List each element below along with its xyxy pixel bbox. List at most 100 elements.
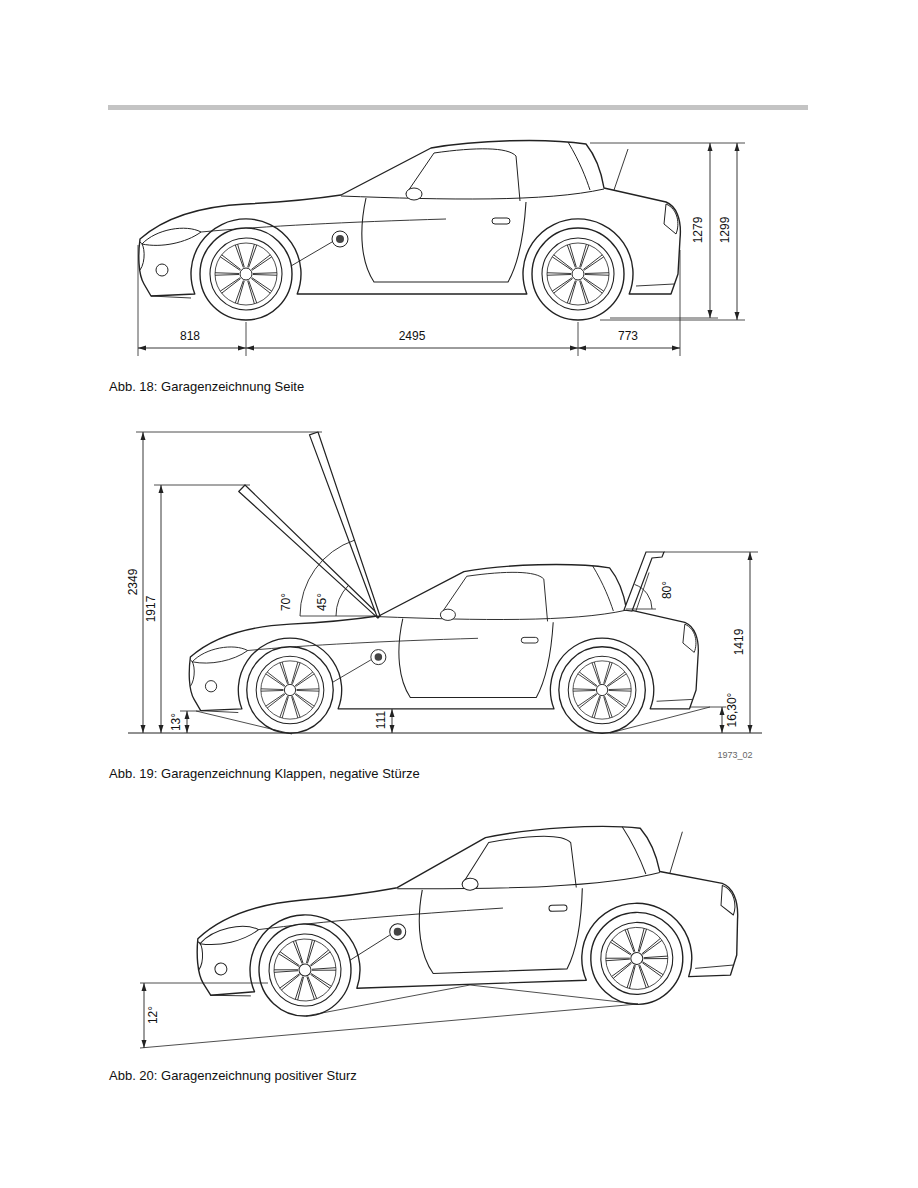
- spoke: [292, 696, 298, 718]
- spoke: [629, 965, 637, 988]
- spoke: [547, 272, 571, 274]
- figure-caption: Abb. 19: Garagenzeichnung Klappen, negat…: [108, 767, 421, 782]
- angle-label: 70°: [280, 592, 294, 612]
- spoke: [554, 255, 573, 270]
- dimension-line: [140, 1004, 638, 1048]
- spoke: [261, 690, 284, 692]
- spoke: [279, 974, 299, 988]
- spoke: [215, 274, 239, 276]
- spoke: [282, 696, 288, 718]
- door: [418, 884, 585, 974]
- mirror: [406, 188, 422, 200]
- splitter: [201, 711, 239, 713]
- tail-light: [683, 624, 696, 652]
- door-handle: [492, 218, 510, 224]
- dimension-line: [138, 245, 139, 356]
- mirror: [462, 878, 478, 891]
- spoke: [307, 941, 316, 964]
- rim: [542, 238, 614, 310]
- hub: [240, 268, 252, 280]
- grille: [140, 242, 144, 270]
- spoke: [253, 274, 277, 276]
- wheel: [247, 647, 333, 733]
- dimension-line: [470, 985, 638, 1004]
- spoke: [606, 957, 630, 959]
- angle-label: 16,30°: [726, 692, 740, 729]
- rim-inner: [605, 926, 669, 990]
- spoke: [578, 674, 597, 687]
- spoke: [267, 672, 285, 686]
- angle-label: 12°: [147, 1005, 161, 1025]
- spoke: [252, 278, 272, 291]
- wheel: [559, 647, 645, 733]
- dimension-line: [128, 733, 762, 734]
- angle-arc: [336, 585, 348, 616]
- dimension-line: [590, 143, 745, 144]
- open-hood: [309, 432, 380, 617]
- rim: [256, 656, 324, 724]
- spoke: [626, 965, 635, 988]
- door-handle: [549, 905, 567, 912]
- spoke: [311, 974, 330, 989]
- spoke: [252, 257, 272, 270]
- spoke: [573, 690, 596, 692]
- arrowhead: [720, 725, 725, 733]
- spoke: [583, 255, 602, 270]
- spoke: [581, 280, 589, 303]
- dimension-line: [144, 983, 145, 1048]
- spoke: [295, 694, 313, 708]
- header-rule: [108, 105, 808, 110]
- spoke: [567, 245, 575, 268]
- body-crease: [291, 242, 332, 266]
- spoke: [578, 693, 597, 706]
- rim-inner: [215, 243, 277, 305]
- grille: [198, 942, 203, 970]
- spoke: [610, 941, 630, 955]
- hub: [596, 684, 607, 695]
- wheel: [589, 911, 684, 1006]
- spoke: [579, 672, 597, 686]
- spoke: [297, 977, 305, 1000]
- badge-center: [375, 653, 383, 661]
- spoke: [607, 694, 625, 708]
- spoke: [639, 965, 647, 988]
- dimension-line: [138, 348, 246, 349]
- spoke: [306, 940, 314, 963]
- spoke: [280, 951, 299, 966]
- spoke: [311, 973, 331, 987]
- spoke: [584, 278, 604, 291]
- hub: [631, 952, 643, 964]
- spoke: [294, 977, 303, 1000]
- angle-label: 13°: [170, 712, 184, 732]
- spoke: [580, 244, 587, 267]
- dimension-label: 1917: [145, 595, 159, 624]
- arrowhead: [720, 707, 725, 715]
- spoke: [547, 274, 571, 276]
- dimension-line: [246, 322, 247, 356]
- headlight: [192, 647, 247, 663]
- splitter: [211, 994, 251, 997]
- dimension-line: [161, 485, 162, 733]
- diffuser: [636, 284, 674, 286]
- spoke: [604, 696, 610, 718]
- spoke: [644, 956, 668, 958]
- soft-top-seam: [593, 566, 614, 611]
- antenna: [614, 149, 628, 190]
- rim-inner: [573, 661, 631, 719]
- arrowhead: [142, 983, 147, 991]
- grille: [190, 660, 194, 686]
- dimension-line: [600, 320, 745, 321]
- arrowhead: [672, 346, 680, 351]
- arrowhead: [159, 485, 164, 493]
- arrowhead: [159, 725, 164, 733]
- dimension-label: 773: [617, 330, 639, 344]
- badge: [371, 650, 386, 665]
- spoke: [253, 272, 277, 274]
- figure-caption: Abb. 20: Garagenzeichnung positiver Stur…: [108, 1069, 358, 1084]
- spoke: [308, 976, 317, 999]
- tire: [257, 922, 352, 1017]
- car-side-view: [189, 565, 698, 734]
- spoke: [642, 962, 661, 977]
- spoke: [585, 274, 609, 276]
- drawing-number: 1973_02: [716, 750, 753, 760]
